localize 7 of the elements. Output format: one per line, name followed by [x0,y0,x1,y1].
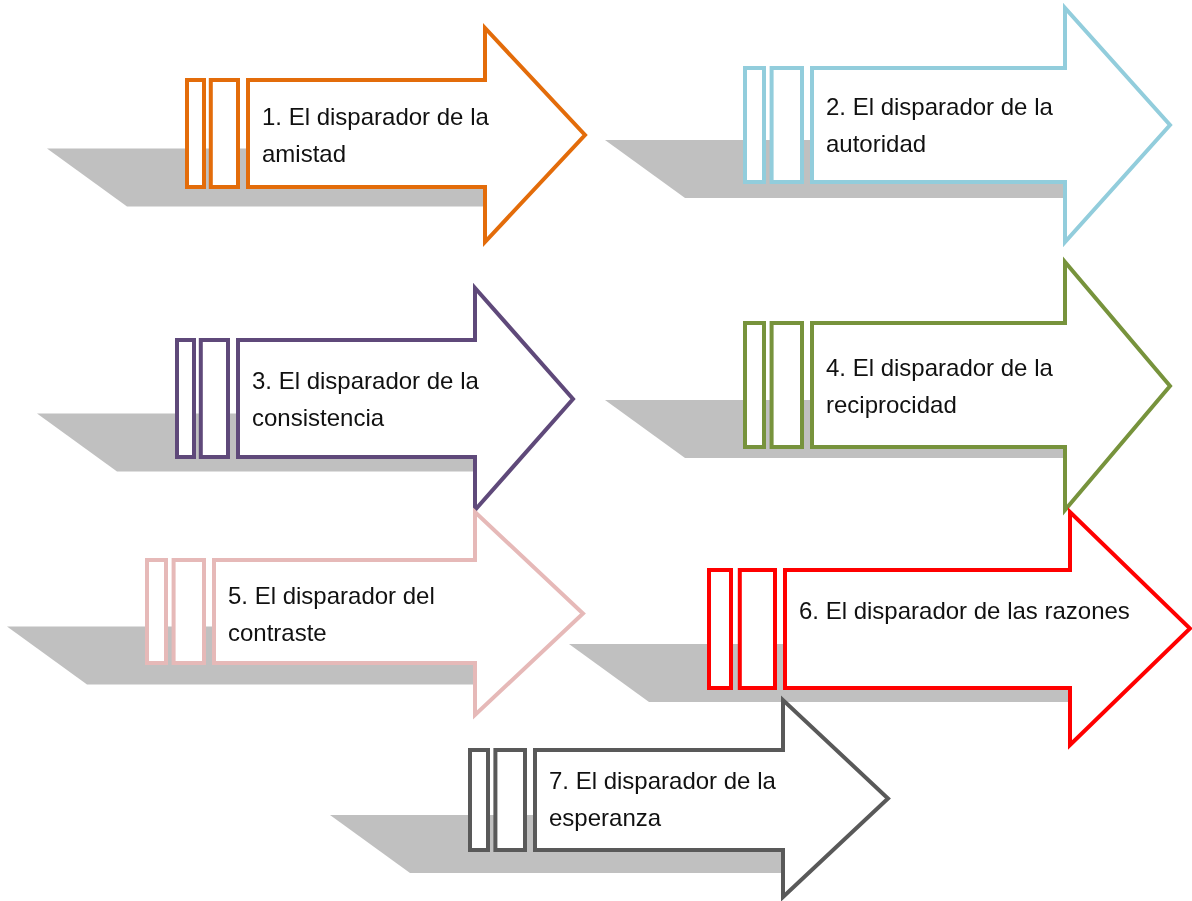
arrow-label: 6. El disparador de las razones [799,595,1131,626]
arrow-label: 7. El disparador de la esperanza [549,765,777,833]
arrow-label: 3. El disparador de la consistencia [252,366,480,433]
arrow-label: 1. El disparador de la amistad [262,102,490,169]
arrow-label: 5. El disparador del contraste [228,580,436,648]
arrow-label: 4. El disparador de la reciprocidad [826,353,1054,420]
arrow-label: 2. El disparador de la autoridad [826,92,1054,159]
